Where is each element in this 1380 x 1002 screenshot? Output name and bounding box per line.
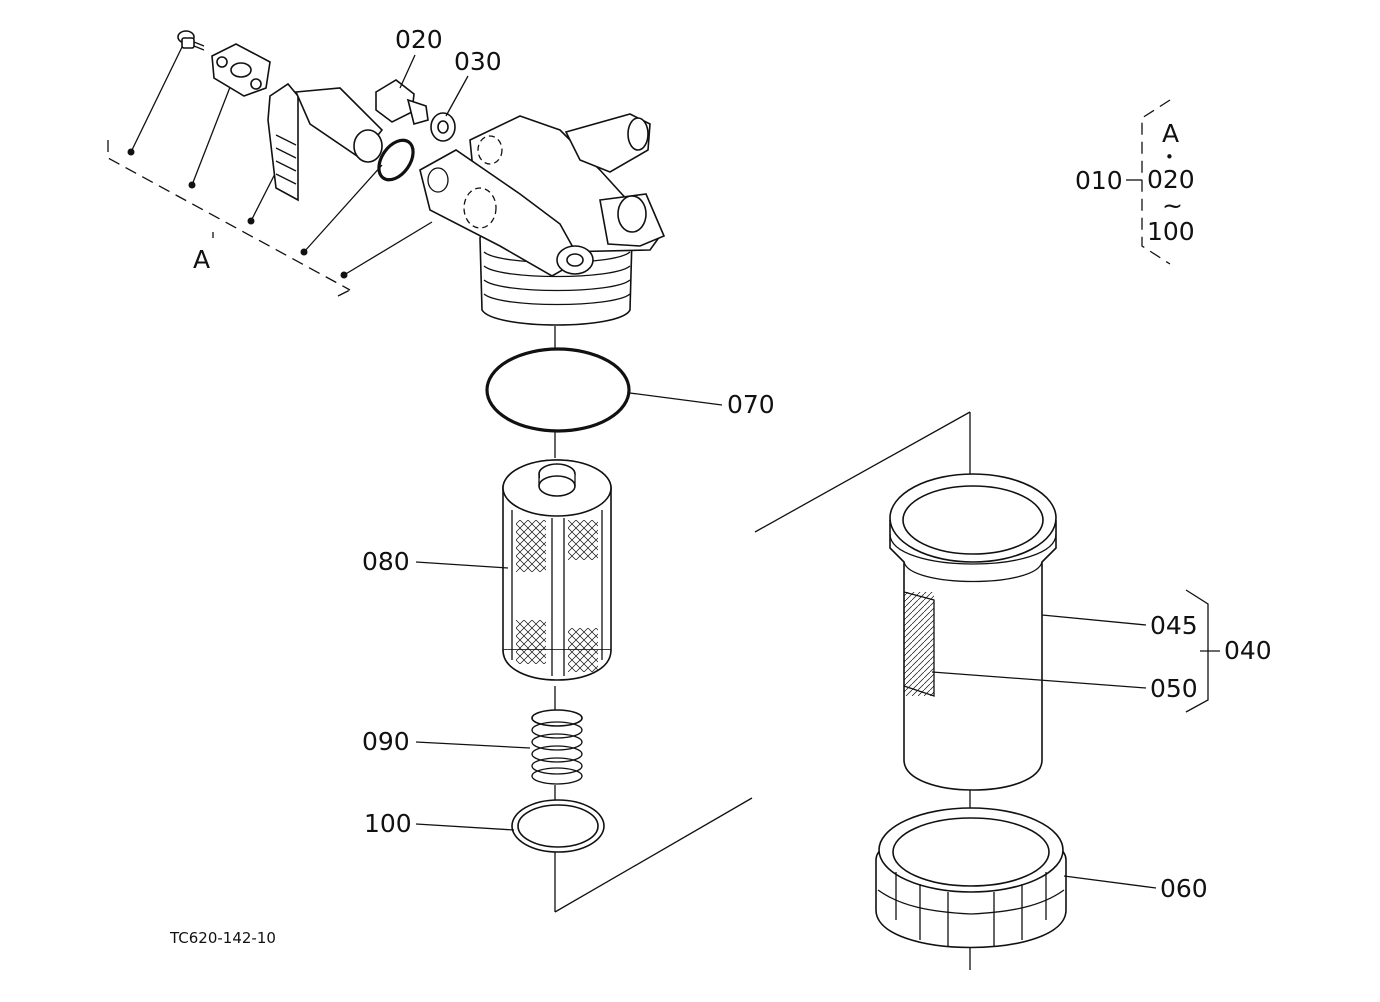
label-group-a: A	[193, 245, 210, 274]
label-030: 030	[454, 47, 502, 76]
drawing-code: TC620-142-10	[169, 929, 276, 947]
label-070: 070	[727, 390, 775, 419]
callout-leaders	[399, 54, 1220, 889]
label-020: 020	[395, 25, 443, 54]
ring-nut-060-part	[875, 807, 1067, 949]
label-060: 060	[1160, 874, 1208, 903]
label-050: 050	[1150, 674, 1198, 703]
group-a-leaders	[127, 44, 433, 279]
legend-dot: •	[1165, 148, 1174, 166]
screw-part	[177, 30, 205, 51]
filter-head-part	[419, 113, 666, 326]
label-100: 100	[364, 809, 412, 838]
spring-090-part	[531, 709, 583, 785]
label-080: 080	[362, 547, 410, 576]
small-o-ring-part	[377, 138, 415, 182]
label-010: 010	[1075, 166, 1123, 195]
gasket-plate-part	[211, 43, 271, 97]
washer-030-part	[430, 112, 456, 142]
filter-element-080-part	[502, 459, 612, 681]
legend-a: A	[1162, 119, 1179, 148]
group-a-dashed-frame	[107, 140, 351, 297]
center-axis	[554, 326, 971, 970]
legend-bracket	[1126, 99, 1171, 265]
legend-tilde: ~	[1162, 191, 1183, 220]
o-ring-070-part	[485, 347, 631, 433]
label-045: 045	[1150, 611, 1198, 640]
ring-100-part	[511, 799, 605, 853]
lever-part	[267, 82, 384, 202]
legend-100: 100	[1147, 217, 1195, 246]
bowl-045-part	[889, 473, 1057, 791]
label-090: 090	[362, 727, 410, 756]
label-040: 040	[1224, 636, 1272, 665]
legend-020: 020	[1147, 165, 1195, 194]
bolt-020-part	[375, 79, 429, 125]
